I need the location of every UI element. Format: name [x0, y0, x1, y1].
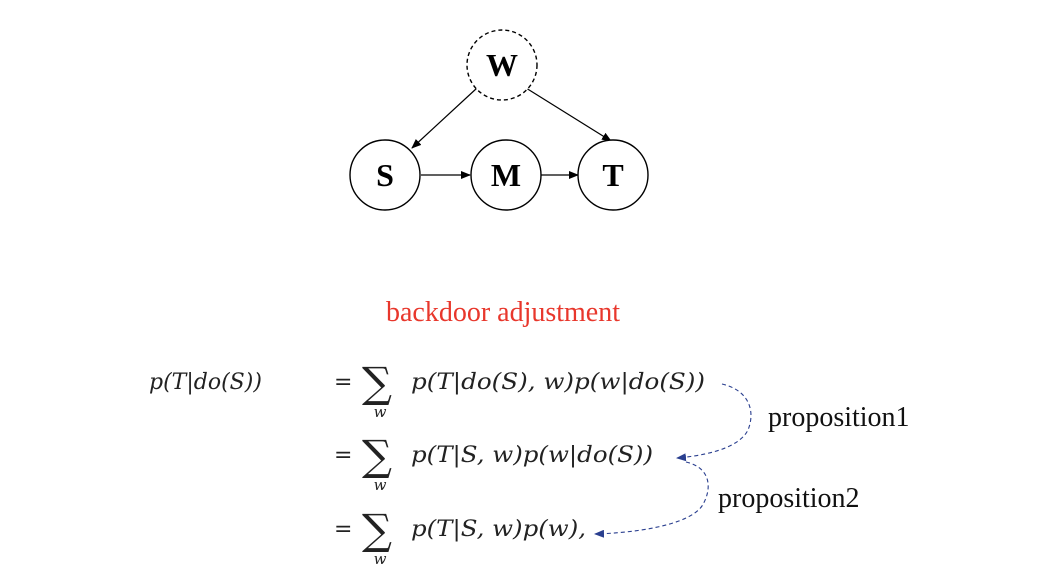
- proposition1-arrow: [676, 383, 752, 462]
- summation-sign: ∑: [362, 505, 392, 554]
- proposition1-label: proposition1: [768, 402, 910, 433]
- node-m-circle: [470, 139, 542, 211]
- derivation-line-1: = ∑ w p(T|do(S), w)p(w|do(S)): [334, 358, 705, 421]
- equals-sign: =: [334, 370, 352, 395]
- edge-w-to-t: [525, 87, 612, 142]
- node-m-label: M: [491, 157, 521, 193]
- node-w-circle: [466, 29, 538, 101]
- node-s-label: S: [376, 157, 394, 193]
- proposition2-label: proposition2: [718, 483, 860, 514]
- summation-index: w: [374, 550, 387, 568]
- derivation-rhs-line-2: p(T|S, w)p(w|do(S)): [411, 443, 653, 468]
- node-w: W: [466, 29, 538, 101]
- equals-sign: =: [334, 517, 352, 542]
- node-s: S: [349, 139, 421, 211]
- derivation: p(T|do(S)) = ∑ w p(T|do(S), w)p(w|do(S))…: [149, 358, 705, 568]
- node-t-circle: [577, 139, 649, 211]
- node-w-label: W: [486, 47, 518, 83]
- annotation-arrows: [594, 383, 752, 538]
- derivation-rhs-line-1: p(T|do(S), w)p(w|do(S)): [411, 370, 705, 395]
- node-t: T: [577, 139, 649, 211]
- backdoor-adjustment-heading: backdoor adjustment: [386, 297, 620, 328]
- derivation-line-2: = ∑ w p(T|S, w)p(w|do(S)): [334, 431, 653, 494]
- node-t-label: T: [602, 157, 623, 193]
- node-s-circle: [349, 139, 421, 211]
- proposition2-arrow: [594, 461, 709, 538]
- equals-sign: =: [334, 443, 352, 468]
- derivation-lhs: p(T|do(S)): [149, 370, 262, 395]
- graph-edges: [411, 87, 612, 179]
- node-m: M: [470, 139, 542, 211]
- summation-sign: ∑: [362, 431, 392, 480]
- summation-index: w: [374, 403, 387, 421]
- edge-w-to-s: [411, 87, 478, 149]
- summation-index: w: [374, 476, 387, 494]
- derivation-rhs-line-3: p(T|S, w)p(w),: [411, 517, 586, 542]
- derivation-line-3: = ∑ w p(T|S, w)p(w),: [334, 505, 586, 568]
- summation-sign: ∑: [362, 358, 392, 407]
